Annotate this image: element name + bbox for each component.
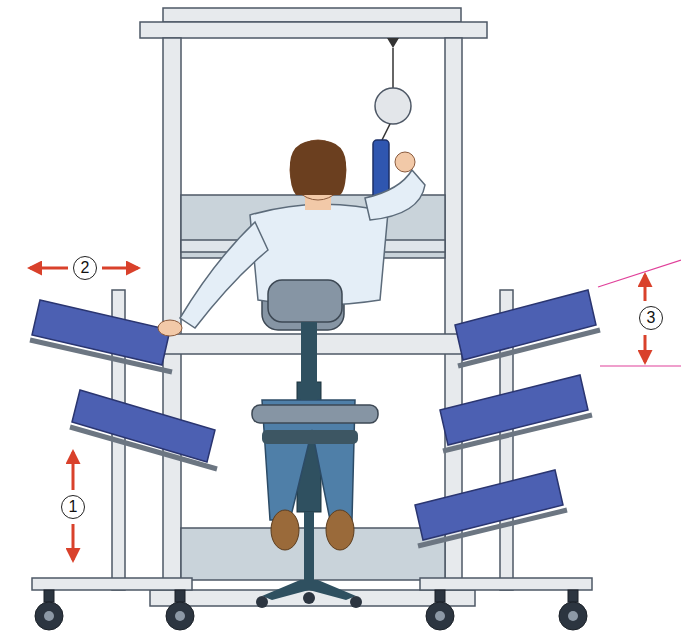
callout-number: 1 bbox=[61, 495, 85, 519]
callout-number: 3 bbox=[639, 306, 663, 330]
callout-number: 2 bbox=[73, 256, 97, 280]
